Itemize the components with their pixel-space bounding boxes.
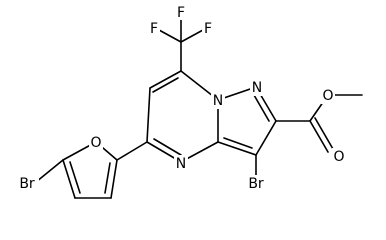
bond-c5-furan-c2 xyxy=(116,141,148,161)
bond-c5-n4-double xyxy=(153,138,182,156)
atom-br-furan-label: Br xyxy=(19,176,35,192)
bond-carbonyl-c-o-double-b xyxy=(314,117,334,150)
molecule-structure-diagram: F F F N N N O O xyxy=(16,4,363,199)
atom-f-right-label: F xyxy=(204,21,212,37)
atom-o-furan: O xyxy=(89,134,103,151)
atom-f-left-label: F xyxy=(150,21,158,37)
bond-cf3-c-f-right xyxy=(180,29,204,43)
atom-f-right: F xyxy=(202,20,214,37)
bond-furan-c5-c4 xyxy=(62,159,76,199)
atom-o-ester-single: O xyxy=(321,87,335,104)
atom-labels: F F F N N N O O xyxy=(16,4,346,192)
atom-f-top: F xyxy=(175,4,187,21)
bond-cf3-c-f-left xyxy=(158,29,182,43)
bond-furan-c3-c2 xyxy=(110,159,118,199)
atom-f-top-label: F xyxy=(177,5,185,21)
bond-c3-c3a-double xyxy=(223,137,253,149)
atom-n-pyrimidine: N xyxy=(174,155,188,172)
atom-n-bridge: N xyxy=(211,92,225,109)
atom-n-pyrazole-label: N xyxy=(252,80,262,96)
bond-c6-c5 xyxy=(146,87,151,143)
atom-o-furan-label: O xyxy=(90,135,101,151)
atom-br-furan: Br xyxy=(16,175,39,192)
atom-o-ester-single-label: O xyxy=(322,88,333,104)
bond-n-pyrazole-c2-inner xyxy=(253,94,270,122)
atom-n-pyrimidine-label: N xyxy=(176,156,186,172)
bond-furan-c3-c2-double xyxy=(104,162,111,194)
bond-furan-c5-c4-double xyxy=(69,161,81,194)
atom-o-carbonyl-label: O xyxy=(333,149,344,165)
bond-c7-c6 xyxy=(149,70,182,89)
atom-f-left: F xyxy=(148,20,160,37)
bond-c7-c6-double xyxy=(152,77,179,93)
bond-c3-c3a xyxy=(217,141,257,156)
atom-n-pyrazole: N xyxy=(250,79,264,96)
bond-c2-c3 xyxy=(255,120,277,156)
bond-furan-c5-br xyxy=(35,159,64,183)
atom-n-bridge-label: N xyxy=(213,93,223,109)
atom-br-pyrazole: Br xyxy=(245,175,268,192)
atom-o-carbonyl: O xyxy=(332,148,346,165)
atom-br-pyrazole-label: Br xyxy=(248,176,264,192)
bonds xyxy=(35,14,363,199)
bond-carbonyl-c-o-double-a xyxy=(309,120,329,153)
